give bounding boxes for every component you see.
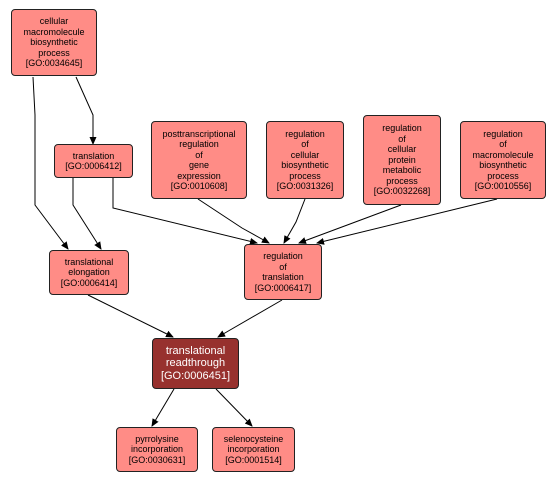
node-label-line: [GO:0006451] bbox=[160, 369, 231, 382]
node-label-line: of bbox=[499, 139, 507, 149]
node-label-line: process bbox=[289, 170, 321, 181]
edge-n6414-to-n6451 bbox=[87, 294, 174, 338]
node-label-line: translation bbox=[262, 272, 304, 282]
node-label-line: selenocysteine bbox=[223, 433, 284, 444]
edge-n31326-to-n6417 bbox=[283, 198, 306, 244]
node-label-line: of bbox=[195, 149, 203, 160]
node-label-line: regulation bbox=[483, 128, 523, 139]
node-label-line: protein bbox=[388, 154, 416, 165]
node-label-line: [GO:0010608] bbox=[170, 181, 228, 191]
node-label-line: [GO:0001514] bbox=[225, 454, 282, 465]
node-label-line: macromolecule bbox=[23, 26, 85, 37]
node-label-line: [GO:0006417] bbox=[254, 282, 312, 293]
edge-n6412-to-n6414 bbox=[72, 178, 102, 250]
node-label-line: translational bbox=[64, 256, 114, 267]
edge-n6417-to-n6451 bbox=[217, 299, 283, 338]
node-label-line: [GO:0034645] bbox=[25, 58, 83, 69]
node-label-line: [GO:0006412] bbox=[65, 161, 122, 171]
node-label-line: biosynthetic bbox=[479, 160, 527, 170]
node-label-line: incorporation bbox=[227, 444, 280, 455]
node-label-line: process bbox=[386, 175, 418, 186]
node-label-line: translational bbox=[165, 344, 226, 357]
node-label-line: gene bbox=[188, 160, 210, 170]
node-label-line: [GO:0010556] bbox=[474, 181, 532, 191]
node-label-line: posttranscriptional bbox=[162, 128, 236, 139]
node-label-line: metabolic bbox=[382, 165, 422, 176]
edge-n34645-to-n6414 bbox=[32, 76, 69, 250]
node-label-line: of bbox=[279, 261, 287, 272]
node-label-line: of bbox=[301, 139, 309, 149]
node-label-line: [GO:0031326] bbox=[276, 181, 334, 191]
node-label-line: biosynthetic bbox=[281, 160, 329, 170]
node-label-line: expression bbox=[177, 170, 221, 181]
node-label-line: cellular bbox=[387, 144, 417, 155]
node-label-line: regulation bbox=[179, 139, 219, 149]
node-label-line: process bbox=[487, 170, 519, 181]
edge-n6451-to-n30631 bbox=[151, 388, 175, 427]
node-label-line: regulation bbox=[263, 251, 303, 261]
node-label-line: cellular bbox=[39, 16, 69, 27]
node-label-line: readthrough bbox=[165, 357, 226, 370]
node-label-line: macromolecule bbox=[472, 149, 534, 160]
edge-n6412-to-n6417 bbox=[112, 178, 258, 245]
edge-n6451-to-n1514 bbox=[215, 388, 253, 427]
node-label-line: incorporation bbox=[130, 444, 184, 455]
node-label-line: of bbox=[398, 133, 406, 144]
node-label-line: process bbox=[38, 47, 70, 58]
node-label-line: translation bbox=[72, 150, 115, 161]
edge-n10556-to-n6417 bbox=[316, 198, 498, 245]
edge-n34645-to-n6412 bbox=[75, 76, 97, 145]
node-label-line: [GO:0006414] bbox=[60, 277, 118, 288]
node-label-line: [GO:0030631] bbox=[128, 454, 186, 465]
node-label-line: pyrrolysine bbox=[135, 433, 179, 444]
node-label-line: [GO:0032268] bbox=[373, 186, 431, 197]
node-go-0006412[interactable]: translation[GO:0006412] bbox=[54, 144, 133, 178]
node-label-line: cellular bbox=[290, 149, 320, 160]
edge-n32268-to-n6417 bbox=[298, 204, 402, 244]
node-label-line: elongation bbox=[68, 267, 110, 278]
node-label-line: regulation bbox=[382, 123, 422, 134]
node-label-line: biosynthetic bbox=[30, 37, 78, 48]
node-label-line: regulation bbox=[285, 128, 325, 139]
edge-n10608-to-n6417 bbox=[197, 198, 270, 244]
